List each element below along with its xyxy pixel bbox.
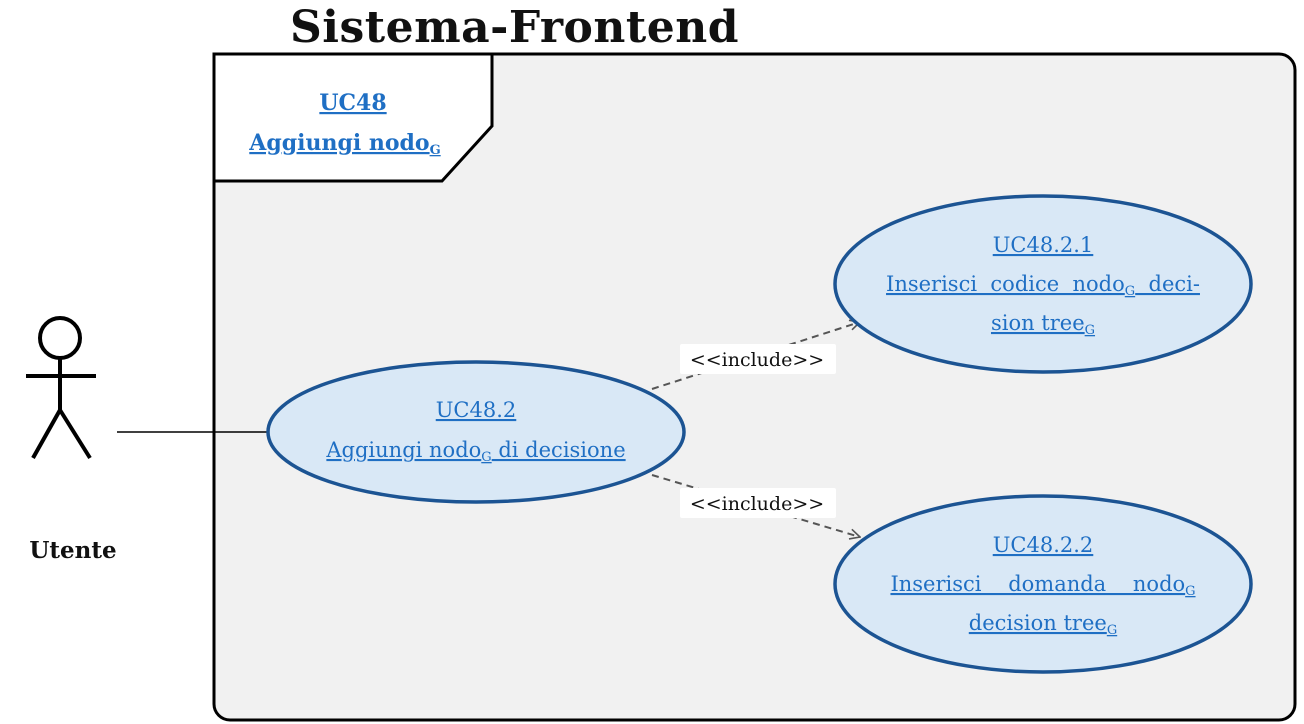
use-case-title-line-2: decision treeG xyxy=(969,611,1117,638)
frame-code[interactable]: UC48 xyxy=(319,90,386,116)
system-title: Sistema-Frontend xyxy=(290,2,739,53)
use-case-title-line-2: sion treeG xyxy=(991,311,1095,338)
use-case-title-line-1: Inserisci domanda nodoG xyxy=(890,572,1195,599)
actor-utente xyxy=(26,316,96,460)
use-case-code: UC48.2 xyxy=(436,398,517,422)
use-case-uc48-2[interactable]: UC48.2 Aggiungi nodoG di decisione xyxy=(266,360,686,504)
actor-head-icon xyxy=(38,316,82,360)
use-case-code: UC48.2.2 xyxy=(993,533,1094,557)
use-case-title: Aggiungi nodoG di decisione xyxy=(325,438,625,465)
use-case-uc48-2-2[interactable]: UC48.2.2 Inserisci domanda nodoG decisio… xyxy=(833,494,1253,674)
use-case-uc48-2-1[interactable]: UC48.2.1 Inserisci codice nodoG deci- si… xyxy=(833,194,1253,374)
frame-tab xyxy=(212,52,494,183)
include-label-2: <<include>> xyxy=(690,493,824,515)
actor-name: Utente xyxy=(29,537,116,564)
include-label-1: <<include>> xyxy=(690,349,824,371)
frame-name[interactable]: Aggiungi nodoG xyxy=(248,130,440,158)
use-case-title-line-1: Inserisci codice nodoG deci- xyxy=(886,272,1200,299)
use-case-code: UC48.2.1 xyxy=(993,233,1094,257)
